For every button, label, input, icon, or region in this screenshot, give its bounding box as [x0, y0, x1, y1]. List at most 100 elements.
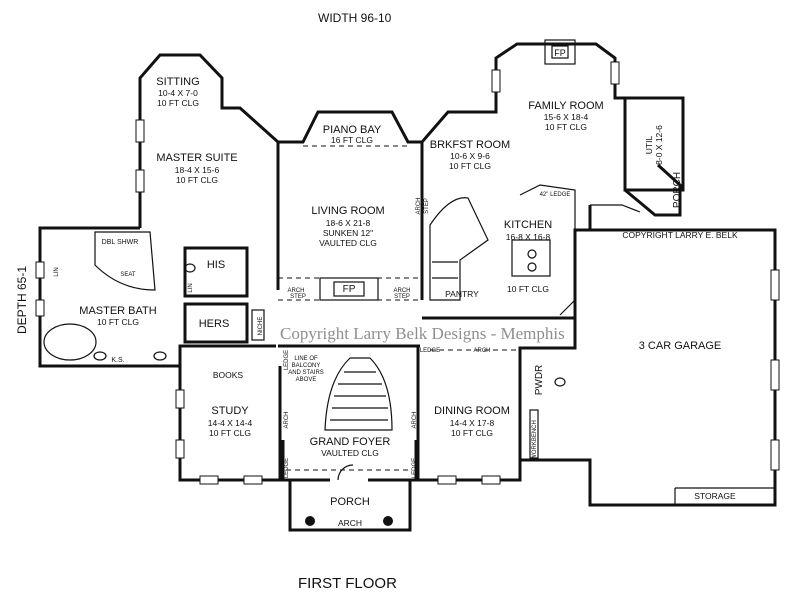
ledge-label-study: LEDGE	[284, 350, 290, 370]
front-door	[337, 464, 354, 481]
interior-details	[43, 39, 775, 526]
grand-stair	[324, 357, 393, 431]
pantry-label: PANTRY	[445, 289, 479, 299]
his-label: HIS	[207, 259, 225, 271]
family-room-name: FAMILY ROOM	[528, 100, 603, 112]
garage-name: 3 CAR GARAGE	[639, 340, 722, 352]
front-wall-east	[414, 440, 522, 482]
study-dim: 14-4 X 14-4	[208, 418, 253, 428]
copyright-watermark: Copyright Larry Belk Designs - Memphis	[280, 324, 565, 343]
sitting-dim: 10-4 X 7-0	[158, 88, 198, 98]
bathtub	[43, 323, 97, 361]
grand-foyer-clg: VAULTED CLG	[321, 448, 379, 458]
master-suite-clg: 10 FT CLG	[176, 175, 218, 185]
util-dim: 8-0 X 12-6	[654, 125, 664, 165]
depth-label: DEPTH 65-1	[15, 266, 29, 334]
porch-column-left	[305, 516, 315, 526]
living-fp-label: FP	[343, 284, 356, 295]
family-fireplace	[544, 39, 576, 65]
dining-room-dim: 14-4 X 17-8	[450, 418, 495, 428]
rear-porch-label: PORCH	[672, 172, 683, 208]
arch-label-brk: ARCH	[416, 197, 422, 214]
step-label-left: STEP	[290, 294, 306, 300]
arch-label-dining-w: ARCH	[412, 411, 418, 428]
seat-label: SEAT	[120, 272, 136, 278]
master-suite-dim: 18-4 X 15-6	[175, 165, 220, 175]
dining-room-clg: 10 FT CLG	[451, 428, 493, 438]
ledge-label-foyer-l: LEDGE	[284, 458, 290, 478]
util-wall	[623, 96, 685, 192]
balcony-note-2: BALCONY	[292, 363, 321, 369]
balcony-note-1: LINE OF	[294, 356, 318, 362]
master-suite-wall	[138, 53, 280, 290]
garage-wall	[518, 228, 777, 507]
kitchen-counter	[519, 184, 576, 316]
kitchen-clg: 10 FT CLG	[507, 284, 549, 294]
kitchen-ledge: 42" LEDGE	[540, 192, 571, 198]
arch-label-right: ARCH	[393, 288, 410, 294]
living-room-name: LIVING ROOM	[311, 205, 384, 217]
kitchen-name: KITCHEN	[504, 219, 552, 231]
workbench-label: WORKBENCH	[532, 420, 538, 460]
family-room-clg: 10 FT CLG	[545, 122, 587, 132]
family-fp-label: FP	[554, 48, 566, 58]
kitchen-island	[511, 239, 551, 277]
ledge-label-dining: LEDGE	[420, 348, 440, 354]
arch-label-study: ARCH	[284, 411, 290, 428]
kitchen-dim: 16-8 X 16-8	[506, 232, 551, 242]
front-wall	[178, 366, 285, 482]
dbl-shwr-label: DBL SHWR	[102, 239, 139, 246]
study-name: STUDY	[211, 405, 249, 417]
ledge-label-foyer-r: LEDGE	[412, 458, 418, 478]
walls	[38, 42, 777, 532]
living-room-dim: 18-6 X 21-8	[326, 218, 371, 228]
kitchen-stair	[429, 197, 489, 301]
arch-label-left: ARCH	[287, 288, 304, 294]
step-label-right: STEP	[394, 294, 410, 300]
storage-label: STORAGE	[694, 491, 736, 501]
ks-label: K.S.	[111, 357, 124, 364]
family-kitchen-divider	[590, 204, 641, 213]
master-bath-clg: 10 FT CLG	[97, 317, 139, 327]
piano-bay-clg: 16 FT CLG	[331, 135, 373, 145]
arch-label-dining: ARCH	[473, 348, 490, 354]
porch-column-right	[383, 516, 393, 526]
sitting-clg: 10 FT CLG	[157, 98, 199, 108]
breakfast-family-wall	[420, 42, 682, 300]
util-name: UTIL	[644, 136, 654, 155]
niche-label: NICHE	[258, 317, 264, 336]
living-room-note: SUNKEN 12"	[323, 228, 373, 238]
lin-label-bath: LIN	[54, 267, 60, 276]
floor-title: FIRST FLOOR	[298, 575, 397, 592]
piano-bay-wall	[278, 110, 422, 144]
sitting-name: SITTING	[156, 76, 199, 88]
hers-closet-wall	[183, 302, 249, 344]
lin-label-closet: LIN	[188, 283, 194, 292]
pwdr-label: PWDR	[534, 365, 545, 396]
brkfst-room-dim: 10-6 X 9-6	[450, 151, 490, 161]
porch-wall	[288, 480, 412, 532]
windows	[35, 61, 780, 485]
balcony-note-3: AND STAIRS	[288, 370, 324, 376]
brkfst-room-clg: 10 FT CLG	[449, 161, 491, 171]
books-label: BOOKS	[213, 370, 244, 380]
master-bath-name: MASTER BATH	[79, 305, 156, 317]
family-room-dim: 15-6 X 18-4	[544, 112, 589, 122]
dining-room-name: DINING ROOM	[434, 405, 510, 417]
balcony-note-4: ABOVE	[296, 377, 317, 383]
piano-bay-name: PIANO BAY	[323, 124, 382, 136]
his-closet-wall	[183, 246, 249, 298]
brkfst-room-name: BRKFST ROOM	[430, 139, 510, 151]
shower	[94, 231, 156, 291]
front-porch-label: PORCH	[330, 496, 370, 508]
master-suite-name: MASTER SUITE	[156, 152, 237, 164]
living-fireplace	[319, 277, 379, 301]
step-label-brk: STEP	[424, 198, 430, 214]
grand-foyer-name: GRAND FOYER	[310, 436, 391, 448]
hers-label: HERS	[199, 318, 230, 330]
study-clg: 10 FT CLG	[209, 428, 251, 438]
width-label: WIDTH 96-10	[318, 11, 392, 25]
front-porch-arch: ARCH	[338, 518, 362, 528]
master-bath-wall	[38, 226, 276, 368]
